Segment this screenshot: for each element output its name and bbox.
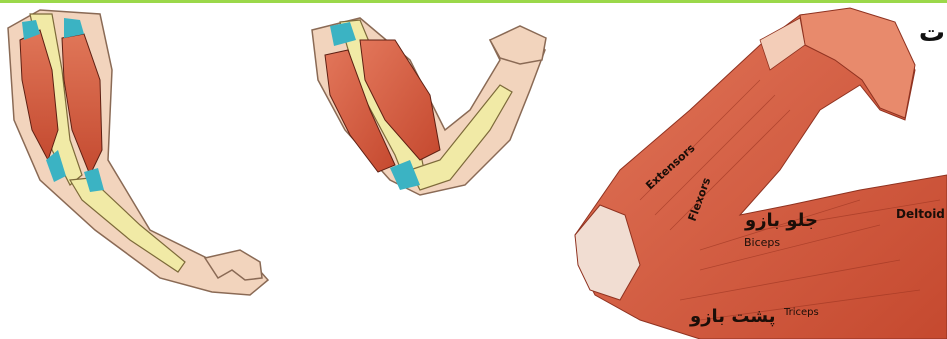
label-triceps-en: Triceps <box>783 307 819 318</box>
extended-arm-diagram <box>8 10 268 295</box>
label-deltoid: Deltoid <box>896 207 945 221</box>
cut-off-heading-text: ت <box>919 18 945 48</box>
flexed-arm-diagram <box>312 18 546 195</box>
label-biceps-fa: جلو بازو <box>744 210 818 231</box>
label-biceps-en: Biceps <box>744 236 780 249</box>
anatomical-arm-diagram: Extensors Flexors جلو بازو Biceps Deltoi… <box>575 8 947 339</box>
label-triceps-fa: پشت بازو <box>689 306 775 327</box>
